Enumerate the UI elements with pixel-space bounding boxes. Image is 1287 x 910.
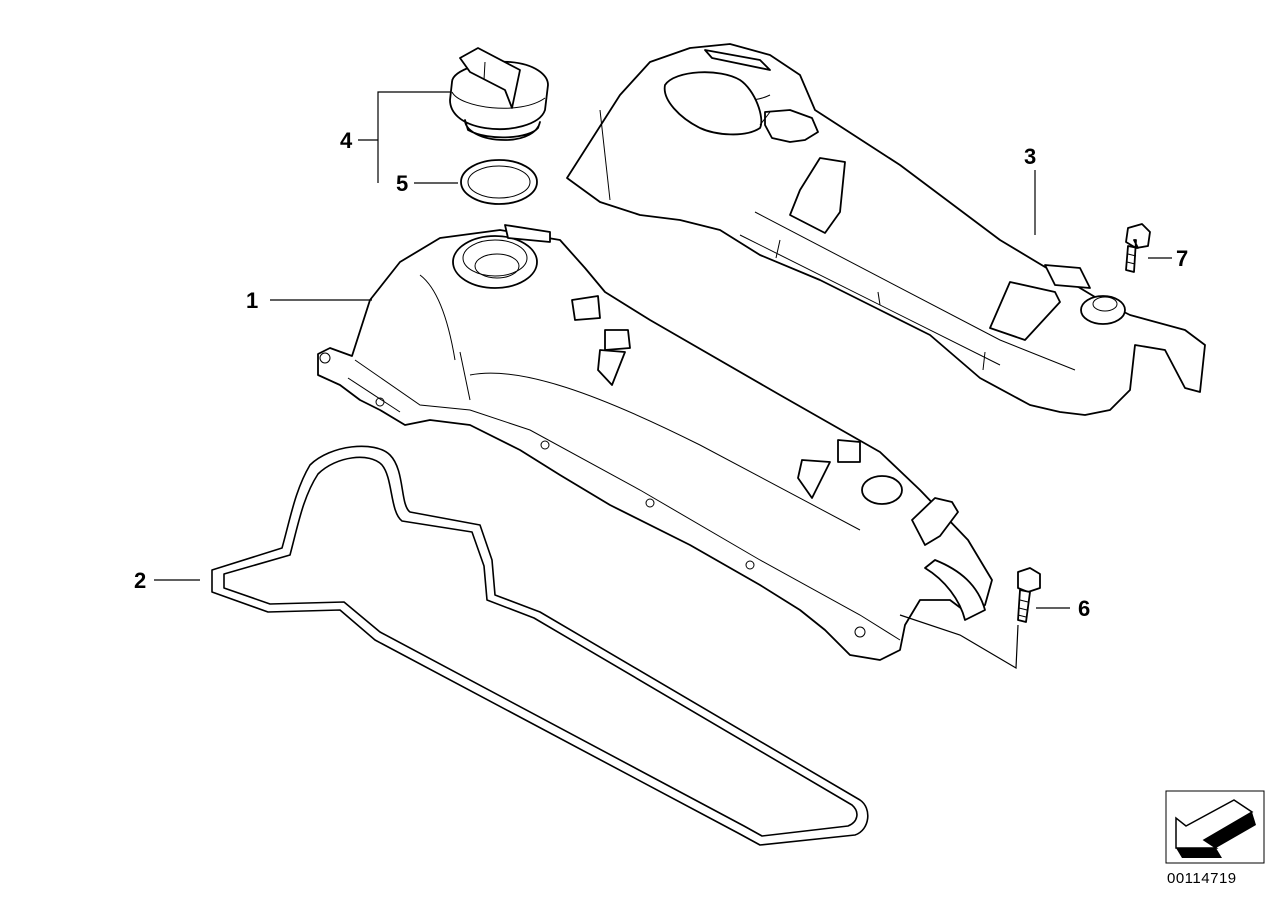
part-4-oil-filler-cap[interactable] — [449, 47, 549, 141]
callout-2: 2 — [134, 568, 147, 593]
callout-3: 3 — [1024, 144, 1037, 169]
part-6-bolt[interactable] — [1017, 567, 1041, 623]
part-2-gasket[interactable] — [211, 445, 869, 846]
part-5-o-ring[interactable] — [460, 159, 538, 205]
leader-lines — [154, 91, 1172, 670]
callout-1: 1 — [246, 288, 259, 313]
arrow-down-left-icon[interactable] — [1165, 790, 1265, 864]
part-3-engine-cover[interactable] — [566, 43, 1206, 416]
callout-7: 7 — [1176, 246, 1189, 271]
reference-number: 00114719 — [1167, 870, 1237, 887]
part-1-valve-cover[interactable] — [317, 224, 993, 661]
part-7-bolt[interactable] — [1125, 223, 1151, 273]
callout-4: 4 — [340, 128, 353, 153]
callout-5: 5 — [396, 171, 409, 196]
callout-6: 6 — [1078, 596, 1091, 621]
